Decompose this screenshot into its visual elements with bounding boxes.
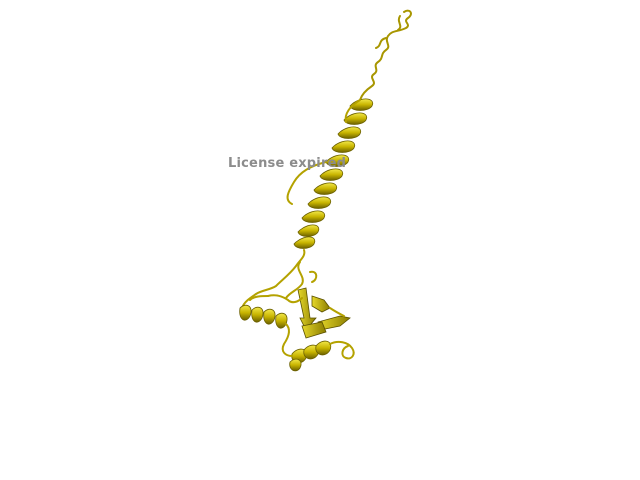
coil-top [359, 9, 412, 101]
helix-domain-bottom [289, 340, 332, 372]
coil-linker [241, 249, 318, 309]
license-watermark: License expired [228, 156, 347, 171]
coil-side-loop [286, 99, 361, 205]
sheet-domain [297, 287, 351, 339]
helix-domain-left [239, 304, 288, 329]
helix-long-upper [293, 98, 374, 249]
coil-domain [249, 294, 355, 360]
